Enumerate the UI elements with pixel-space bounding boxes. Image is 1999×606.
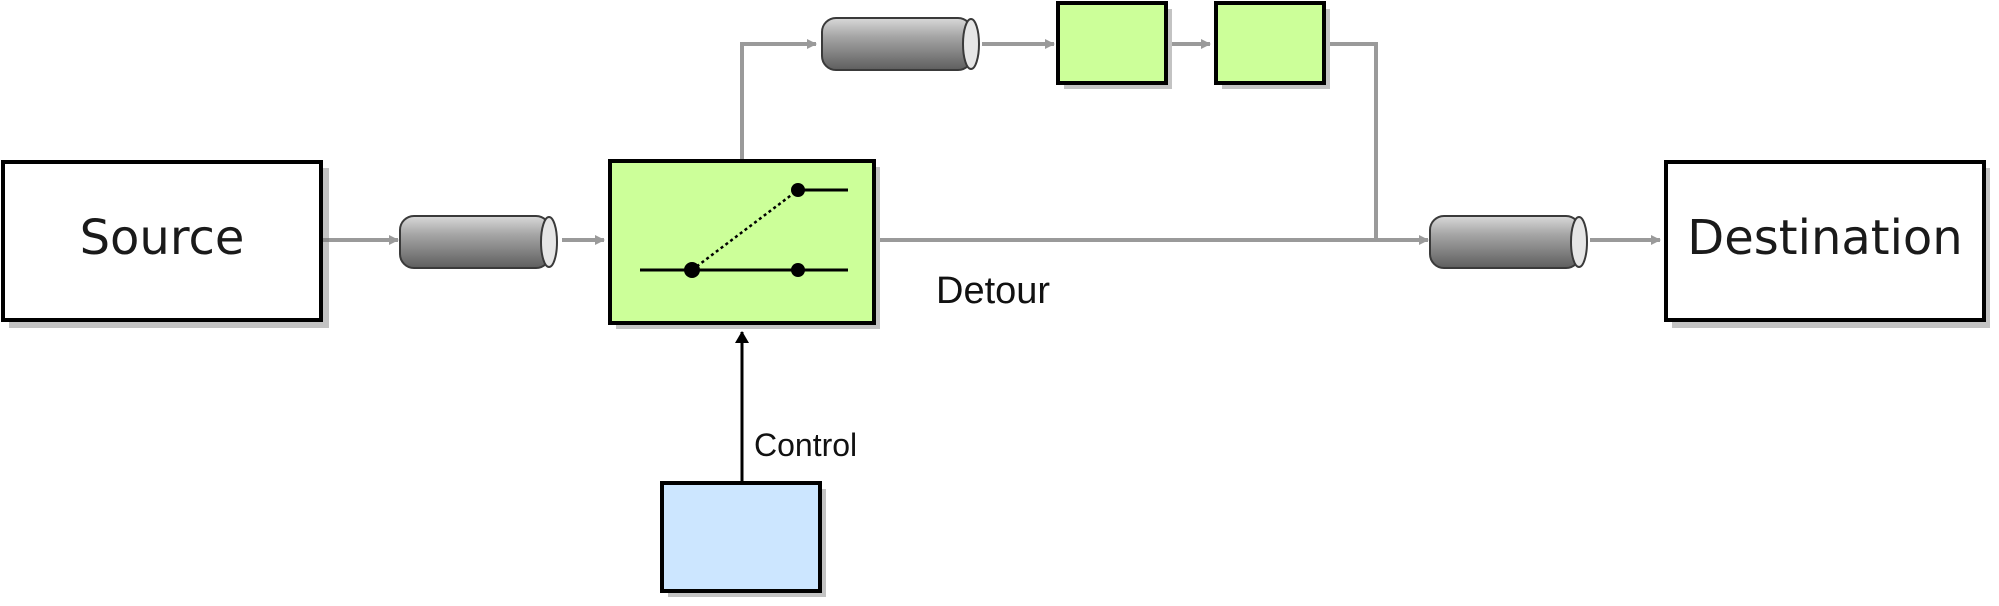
channel-pipe-icon — [1429, 215, 1588, 269]
detour-filter-2 — [1214, 1, 1330, 89]
connector-router-detour — [740, 39, 817, 160]
source-node: Source — [1, 160, 329, 328]
switch-icon — [640, 183, 848, 278]
control-label: Control — [754, 427, 857, 463]
detour-label: Detour — [936, 270, 1050, 312]
connector-filter2-merge — [1330, 42, 1378, 240]
connectors — [322, 39, 1661, 245]
detour-router — [608, 159, 880, 329]
channel-pipe-icon — [399, 215, 558, 269]
destination-label: Destination — [1687, 210, 1962, 266]
channel-pipe-icon — [821, 17, 980, 71]
source-label: Source — [80, 210, 245, 266]
control-node — [660, 331, 826, 597]
detour-filter-1 — [1056, 1, 1172, 89]
destination-node: Destination — [1664, 160, 1990, 328]
